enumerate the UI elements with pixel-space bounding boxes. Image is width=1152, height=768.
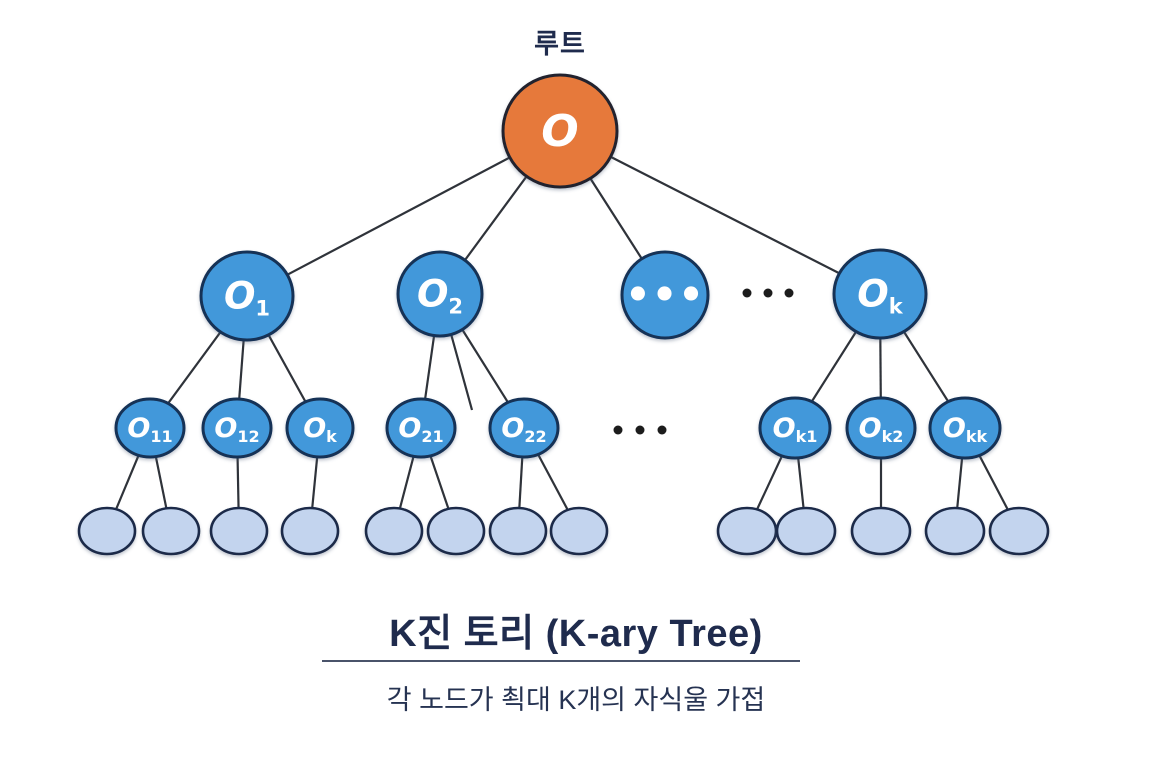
node-leaf-6 xyxy=(426,506,486,556)
node-root: O xyxy=(501,73,619,189)
node-leaf-10 xyxy=(775,506,837,556)
node-o22: O22 xyxy=(488,397,560,459)
node-label: Ok1 xyxy=(773,413,818,446)
leaf-circle xyxy=(77,506,137,556)
figure-title: K진 토리 (K-ary Tree) xyxy=(389,613,763,655)
root-caption: 루트 xyxy=(534,29,586,59)
node-label: Ok2 xyxy=(859,413,904,446)
leaf-circle xyxy=(209,506,269,556)
node-label: O21 xyxy=(398,413,443,446)
leaf-circle xyxy=(850,506,912,556)
internal-circle xyxy=(285,397,355,459)
node-leaf-3 xyxy=(209,506,269,556)
leaf-circle xyxy=(141,506,201,556)
leaf-circle xyxy=(988,506,1050,556)
ellipsis-dot xyxy=(613,425,623,435)
figure-subtitle: 각 노드가 쵝대 K개의 자식울 가접 xyxy=(386,685,766,715)
ellipsis-dot xyxy=(742,288,752,298)
node-leaf-12 xyxy=(924,506,986,556)
node-label: Ok xyxy=(303,413,337,446)
leaf-circle xyxy=(364,506,424,556)
node-leaf-5 xyxy=(364,506,424,556)
leaf-circle xyxy=(924,506,986,556)
node-label: O2 xyxy=(417,273,463,319)
internal-circle xyxy=(928,396,1002,460)
leaf-circle xyxy=(716,506,778,556)
ellipsis-dot xyxy=(657,425,667,435)
node-o11: O11 xyxy=(114,397,186,459)
ellipsis-layer xyxy=(613,288,794,435)
node-label: O22 xyxy=(501,413,546,446)
ellipsis-dot xyxy=(635,425,645,435)
node-ok1: Ok1 xyxy=(758,396,832,460)
leaf-circle xyxy=(426,506,486,556)
internal-circle xyxy=(114,397,186,459)
node-o21: O21 xyxy=(385,397,457,459)
internal-circle xyxy=(199,250,295,342)
node-leaf-11 xyxy=(850,506,912,556)
root-circle xyxy=(501,73,619,189)
leaf-circle xyxy=(549,506,609,556)
internal-circle xyxy=(832,248,928,340)
node-label: O11 xyxy=(127,413,172,446)
internal-circle xyxy=(845,396,917,460)
leaf-circle xyxy=(488,506,548,556)
node-o1: O1 xyxy=(199,250,295,342)
node-leaf-7 xyxy=(488,506,548,556)
level3-ellipsis xyxy=(613,425,667,435)
leaf-circle xyxy=(775,506,837,556)
node-label: Okk xyxy=(943,413,988,446)
figure-footer: K진 토리 (K-ary Tree) xyxy=(0,602,1152,657)
node-label: ••• xyxy=(625,273,705,319)
node-o12: O12 xyxy=(201,397,273,459)
leaf-circle xyxy=(280,506,340,556)
node-o2: O2 xyxy=(396,250,484,338)
internal-circle xyxy=(201,397,273,459)
node-ok: Ok xyxy=(832,248,928,340)
internal-circle xyxy=(488,397,560,459)
ellipsis-dot xyxy=(763,288,773,298)
internal-circle xyxy=(758,396,832,460)
node-label: O1 xyxy=(224,275,270,321)
node-leaf-8 xyxy=(549,506,609,556)
node-ellipsis-circle: ••• xyxy=(620,250,710,340)
internal-circle xyxy=(385,397,457,459)
node-label: O xyxy=(541,106,578,157)
internal-circle xyxy=(396,250,484,338)
node-label: Ok xyxy=(857,273,903,319)
node-ok2: Ok2 xyxy=(845,396,917,460)
node-leaf-1 xyxy=(77,506,137,556)
dots-circle xyxy=(620,250,710,340)
tree-edge xyxy=(246,130,561,297)
node-leaf-4 xyxy=(280,506,340,556)
node-leaf-9 xyxy=(716,506,778,556)
tree-edge xyxy=(559,130,881,295)
node-leaf-2 xyxy=(141,506,201,556)
ellipsis-dot xyxy=(784,288,794,298)
level2-ellipsis xyxy=(742,288,794,298)
title-divider xyxy=(322,660,800,662)
node-o1k: Ok xyxy=(285,397,355,459)
node-label: O12 xyxy=(214,413,259,446)
node-okk: Okk xyxy=(928,396,1002,460)
node-leaf-13 xyxy=(988,506,1050,556)
